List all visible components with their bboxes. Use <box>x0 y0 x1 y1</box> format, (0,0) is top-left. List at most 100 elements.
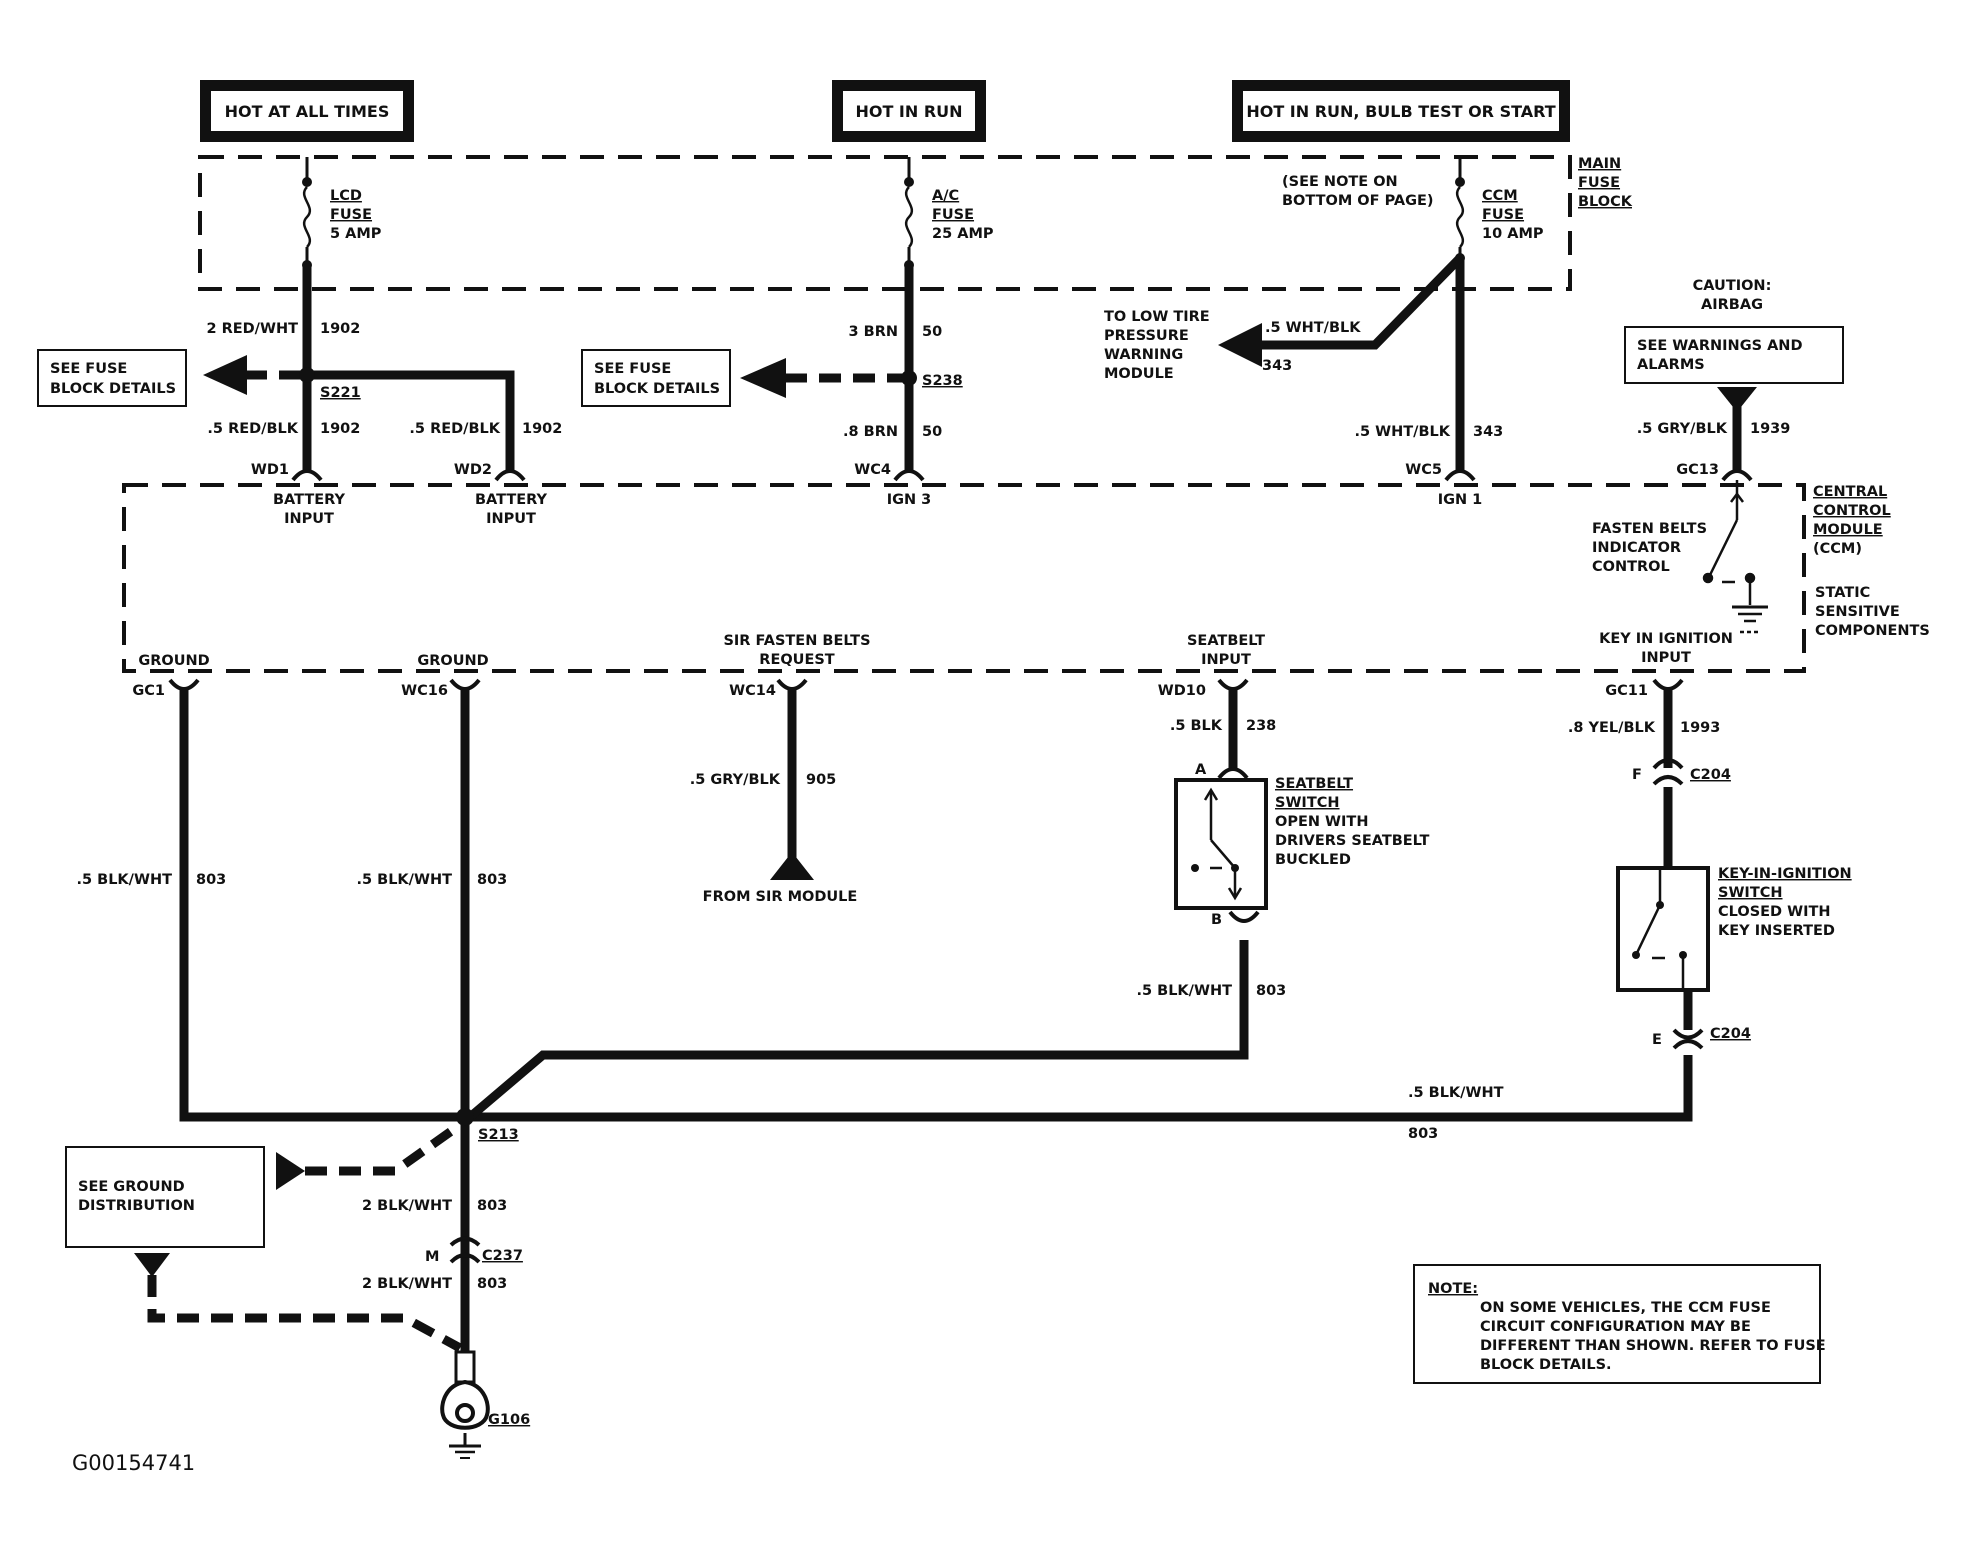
note-line-3: DIFFERENT THAN SHOWN. REFER TO FUSE <box>1480 1338 1826 1354</box>
wire-wc16-color: .5 BLK/WHT <box>357 872 453 888</box>
ccm-fuse-name-1: CCM <box>1482 188 1518 204</box>
g106-label: G106 <box>488 1412 530 1428</box>
see-fuse-block-box-1: SEE FUSE BLOCK DETAILS <box>37 349 187 407</box>
fasten-belts-switch <box>1702 480 1768 634</box>
key-switch-label-1: KEY-IN-IGNITION <box>1718 866 1852 882</box>
lcd-fuse-name-1: LCD <box>330 188 362 204</box>
pin-wd2: WD2 <box>454 462 492 478</box>
low-tire-line-2: PRESSURE <box>1104 328 1189 344</box>
wire-2-red-wht-circuit: 1902 <box>320 321 360 337</box>
ac-fuse-element-icon <box>904 186 914 248</box>
wire-3-brn-circuit: 50 <box>922 324 942 340</box>
pin-wc5: WC5 <box>1405 462 1442 478</box>
pin-gc11-name-1: KEY IN IGNITION <box>1599 631 1733 647</box>
wire-gc11-circuit: 1993 <box>1680 720 1720 736</box>
key-connector-c204-bottom: C204 <box>1710 1026 1751 1042</box>
splice-s238: S238 <box>740 358 963 398</box>
pin-wd10-name-2: INPUT <box>1201 652 1251 668</box>
wire-gc13-color: .5 GRY/BLK <box>1637 421 1728 437</box>
static-line-2: SENSITIVE <box>1815 604 1900 620</box>
see-warnings-line-2: ALARMS <box>1637 357 1705 373</box>
ccm-bottom-connectors <box>168 678 1684 691</box>
pin-wd10-name-1: SEATBELT <box>1187 633 1265 649</box>
wire-wd1-circuit: 1902 <box>320 421 360 437</box>
see-fuse-block-arrow-2-icon <box>740 358 786 398</box>
wire-seatbelt-b-circuit: 803 <box>1256 983 1286 999</box>
from-sir-module-label: FROM SIR MODULE <box>703 889 858 905</box>
main-fuse-block-label-3: BLOCK <box>1578 194 1633 210</box>
ccm-label-1: CENTRAL <box>1813 484 1887 500</box>
pin-wc14-name-2: REQUEST <box>759 652 835 668</box>
pin-wc14-name-1: SIR FASTEN BELTS <box>723 633 870 649</box>
key-switch-label-2: SWITCH <box>1718 885 1783 901</box>
seatbelt-pin-a: A <box>1195 762 1207 778</box>
see-ground-line-1: SEE GROUND <box>78 1179 185 1195</box>
wire-wc14-circuit: 905 <box>806 772 836 788</box>
connector-c237: M C237 <box>425 1236 523 1265</box>
pin-wd2-name-1: BATTERY <box>475 492 548 508</box>
ground-g106: G106 <box>440 1350 530 1459</box>
pin-wc4-name: IGN 3 <box>887 492 932 508</box>
key-switch-desc-2: KEY INSERTED <box>1718 923 1835 939</box>
ccm-label-2: CONTROL <box>1813 503 1891 519</box>
seatbelt-desc-2: DRIVERS SEATBELT <box>1275 833 1430 849</box>
c237-label: C237 <box>482 1248 523 1264</box>
hot-all-times-label: HOT AT ALL TIMES <box>225 102 390 121</box>
figure-id: G00154741 <box>72 1451 195 1475</box>
note-line-2: CIRCUIT CONFIGURATION MAY BE <box>1480 1319 1751 1335</box>
ccm-label-4: (CCM) <box>1813 541 1862 557</box>
sir-module-triangle-icon <box>770 852 814 880</box>
power-source-hot-in-run: HOT IN RUN <box>832 80 986 142</box>
see-warnings-line-1: SEE WARNINGS AND <box>1637 338 1802 354</box>
wire-gc13-circuit: 1939 <box>1750 421 1790 437</box>
seatbelt-switch: A B SEATBELT SWITCH OPEN WITH DRIVERS SE… <box>1174 762 1430 928</box>
pin-gc11: GC11 <box>1605 683 1648 699</box>
lower-wire-labels: .5 BLK/WHT 803 .5 BLK/WHT 803 .5 GRY/BLK… <box>77 718 1721 1292</box>
see-fuse-block-2-line-1: SEE FUSE <box>594 361 671 377</box>
see-warnings-box <box>1624 326 1844 384</box>
see-fuse-block-1-line-1: SEE FUSE <box>50 361 127 377</box>
key-in-ignition-switch: F C204 E C204 KEY-IN-IGNITION SWITCH CLO… <box>1616 758 1852 1050</box>
splice-s221: S221 <box>203 355 361 401</box>
ccm-top-pin-labels: WD1 BATTERY INPUT WD2 BATTERY INPUT WC4 … <box>251 462 1719 527</box>
seatbelt-pin-b: B <box>1211 912 1222 928</box>
wire-8-brn-circuit: 50 <box>922 424 942 440</box>
c237-pin-m: M <box>425 1249 439 1265</box>
caution-airbag: CAUTION: AIRBAG SEE WARNINGS AND ALARMS <box>1624 278 1844 412</box>
ground-dist-arrow-2-icon <box>134 1253 170 1277</box>
low-tire-line-1: TO LOW TIRE <box>1104 309 1210 325</box>
wire-wc5-circuit: 343 <box>1473 424 1503 440</box>
pin-wc5-name: IGN 1 <box>1438 492 1483 508</box>
pin-gc1: GC1 <box>132 683 165 699</box>
central-control-module: CENTRAL CONTROL MODULE (CCM) STATIC SENS… <box>122 483 1930 673</box>
wire-2-red-wht-color: 2 RED/WHT <box>206 321 298 337</box>
ccm-fuse-rating: 10 AMP <box>1482 226 1544 242</box>
lcd-fuse-element-icon <box>302 186 312 248</box>
ac-fuse-name-1: A/C <box>932 188 959 204</box>
lcd-fuse: LCD FUSE 5 AMP <box>302 177 382 270</box>
see-fuse-block-box-2: SEE FUSE BLOCK DETAILS <box>581 349 731 407</box>
pin-wd1-name-1: BATTERY <box>273 492 346 508</box>
wire-bus-circuit: 803 <box>1408 1126 1438 1142</box>
main-fuse-block: MAIN FUSE BLOCK (SEE NOTE ON BOTTOM OF P… <box>198 155 1633 291</box>
pin-gc13: GC13 <box>1676 462 1719 478</box>
wire-gc1-color: .5 BLK/WHT <box>77 872 173 888</box>
wire-8-brn-color: .8 BRN <box>843 424 898 440</box>
pin-wc16-name: GROUND <box>417 653 488 669</box>
wire-s213-down-circuit: 803 <box>477 1198 507 1214</box>
seatbelt-switch-label-1: SEATBELT <box>1275 776 1353 792</box>
ground-dist-arrow-1-icon <box>276 1152 305 1190</box>
wire-wd2-circuit: 1902 <box>522 421 562 437</box>
power-source-hot-run-bulb-start: HOT IN RUN, BULB TEST OR START <box>1232 80 1570 142</box>
seatbelt-switch-label-2: SWITCH <box>1275 795 1340 811</box>
hot-run-bulb-start-label: HOT IN RUN, BULB TEST OR START <box>1246 102 1555 121</box>
wire-branch-wht-blk-circuit: 343 <box>1262 358 1292 374</box>
low-tire-module-label: TO LOW TIRE PRESSURE WARNING MODULE <box>1104 309 1210 382</box>
fasten-belts-line-3: CONTROL <box>1592 559 1670 575</box>
wire-wd2-color: .5 RED/BLK <box>409 421 500 437</box>
ccm-label-3: MODULE <box>1813 522 1883 538</box>
wire-s213-down-color: 2 BLK/WHT <box>362 1198 452 1214</box>
see-note-line-1: (SEE NOTE ON <box>1282 174 1398 190</box>
see-fuse-block-2-line-2: BLOCK DETAILS <box>594 381 720 397</box>
